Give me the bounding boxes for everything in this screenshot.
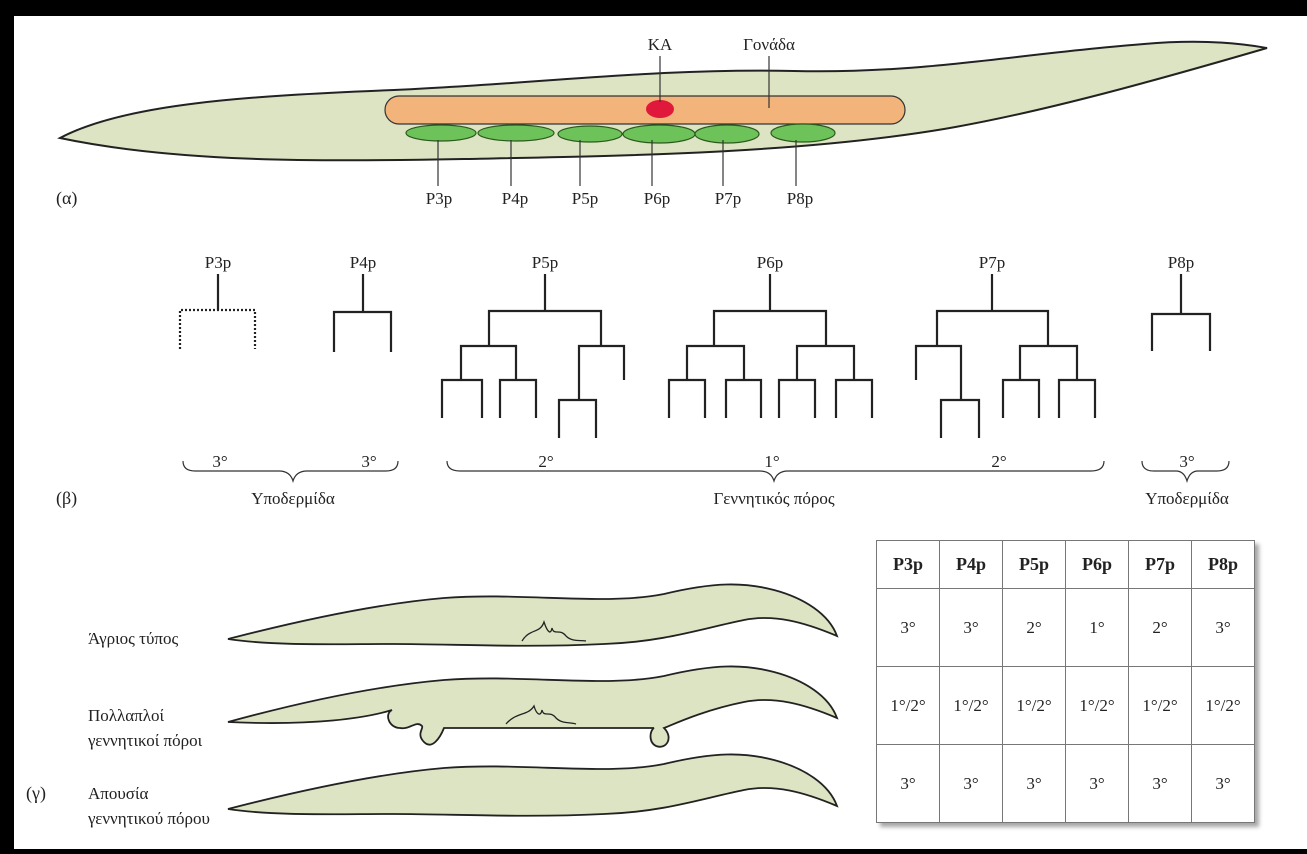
- table-cell: 3°: [1002, 744, 1066, 823]
- fate-p5p: 2°: [538, 452, 553, 471]
- table-cell: 3°: [939, 588, 1003, 667]
- lineage-tree-p8p: [1150, 274, 1212, 351]
- lineage-label-p7p: P7p: [979, 253, 1005, 272]
- table-cell: 3°: [876, 744, 940, 823]
- cell-label-p5p: P5p: [572, 189, 598, 208]
- vulva-wild-type: [521, 619, 587, 642]
- fate-table: P3p P4p P5p P6p P7p P8p 3° 3° 2° 1° 2° 3…: [876, 540, 1255, 823]
- table-cell: 1°: [1065, 588, 1129, 667]
- lineage-tree-p5p: [440, 274, 626, 438]
- table-cell: 1°/2°: [939, 666, 1003, 745]
- lineage-label-p8p: P8p: [1168, 253, 1194, 272]
- lineage-label-p3p: P3p: [205, 253, 231, 272]
- cell-label-p3p: P3p: [426, 189, 452, 208]
- anchor-cell: [646, 100, 674, 118]
- fate-p6p: 1°: [764, 452, 779, 471]
- fate-p3p: 3°: [212, 452, 227, 471]
- panel-b-label: (β): [56, 488, 77, 509]
- gonad: [384, 95, 906, 125]
- table-cell: 3°: [876, 588, 940, 667]
- panel-b: P3p P4p P5p P6p P7p P8p: [56, 253, 1230, 509]
- table-cell: 1°/2°: [1065, 666, 1129, 745]
- group-label-left: Υποδερμίδα: [251, 489, 335, 508]
- fate-p7p: 2°: [991, 452, 1006, 471]
- table-cell: 3°: [1191, 744, 1255, 823]
- panel-c: Άγριος τύπος Πολλαπλοί γεννητικοί πόροι …: [26, 583, 839, 828]
- panel-c-label: (γ): [26, 783, 46, 804]
- cell-label-p7p: P7p: [715, 189, 741, 208]
- cell-label-p6p: P6p: [644, 189, 670, 208]
- lineage-tree-p3p: [178, 274, 257, 349]
- group-label-middle: Γεννητικός πόρος: [713, 489, 834, 508]
- table-header: P7p: [1128, 540, 1192, 589]
- fate-p4p: 3°: [361, 452, 376, 471]
- table-header: P6p: [1065, 540, 1129, 589]
- vpc-p7p: [694, 124, 760, 144]
- table-cell: 1°/2°: [1128, 666, 1192, 745]
- brace-middle: [446, 460, 1105, 484]
- panel-a: ΚΑ Γονάδα (α) P3p P4p P5p P6p P7p P8p: [56, 35, 1268, 209]
- table-header: P4p: [939, 540, 1003, 589]
- table-cell: 3°: [1065, 744, 1129, 823]
- vpc-p3p: [405, 124, 477, 142]
- gonad-label: Γονάδα: [743, 35, 795, 54]
- table-cell: 3°: [1191, 588, 1255, 667]
- anchor-cell-label: ΚΑ: [648, 35, 673, 54]
- lineage-label-p5p: P5p: [532, 253, 558, 272]
- table-cell: 2°: [1128, 588, 1192, 667]
- worm-wild-type: [227, 583, 839, 647]
- brace-right: [1141, 460, 1230, 484]
- worm-label-multivulva-2: γεννητικοί πόροι: [87, 731, 203, 750]
- cell-label-p4p: P4p: [502, 189, 528, 208]
- vpc-p8p: [770, 123, 836, 143]
- cell-label-p8p: P8p: [787, 189, 813, 208]
- vpc-p5p: [557, 125, 623, 143]
- worm-multivulva: [227, 665, 839, 748]
- worm-vulvaless: [227, 753, 839, 817]
- vpc-p4p: [477, 124, 555, 142]
- table-cell: 1°/2°: [1002, 666, 1066, 745]
- figure-canvas: ΚΑ Γονάδα (α) P3p P4p P5p P6p P7p P8p P3…: [14, 16, 1307, 849]
- worm-label-vulvaless-1: Απουσία: [88, 784, 149, 803]
- table-row: 3° 3° 2° 1° 2° 3°: [876, 588, 1255, 667]
- table-row: 3° 3° 3° 3° 3° 3°: [876, 744, 1255, 823]
- table-cell: 2°: [1002, 588, 1066, 667]
- table-cell: 1°/2°: [876, 666, 940, 745]
- table-row: 1°/2° 1°/2° 1°/2° 1°/2° 1°/2° 1°/2°: [876, 666, 1255, 745]
- lineage-tree-p7p: [914, 274, 1097, 438]
- figure-svg: ΚΑ Γονάδα (α) P3p P4p P5p P6p P7p P8p P3…: [26, 35, 1268, 828]
- table-cell: 1°/2°: [1191, 666, 1255, 745]
- worm-label-vulvaless-2: γεννητικού πόρου: [87, 809, 210, 828]
- worm-label-wild-type: Άγριος τύπος: [88, 629, 178, 648]
- table-header-row: P3p P4p P5p P6p P7p P8p: [876, 540, 1255, 589]
- group-label-right: Υποδερμίδα: [1145, 489, 1229, 508]
- table-header: P5p: [1002, 540, 1066, 589]
- fate-p8p: 3°: [1179, 452, 1194, 471]
- table-header: P3p: [876, 540, 940, 589]
- lineage-label-p4p: P4p: [350, 253, 376, 272]
- table-header: P8p: [1191, 540, 1255, 589]
- lineage-label-p6p: P6p: [757, 253, 783, 272]
- panel-a-label: (α): [56, 188, 77, 209]
- vpc-p6p: [622, 124, 696, 144]
- worm-label-multivulva-1: Πολλαπλοί: [88, 706, 164, 725]
- vulva-multivulva: [505, 704, 577, 725]
- table-cell: 3°: [1128, 744, 1192, 823]
- brace-left: [182, 460, 399, 484]
- lineage-tree-p4p: [332, 274, 393, 352]
- lineage-tree-p6p: [667, 274, 874, 418]
- table-cell: 3°: [939, 744, 1003, 823]
